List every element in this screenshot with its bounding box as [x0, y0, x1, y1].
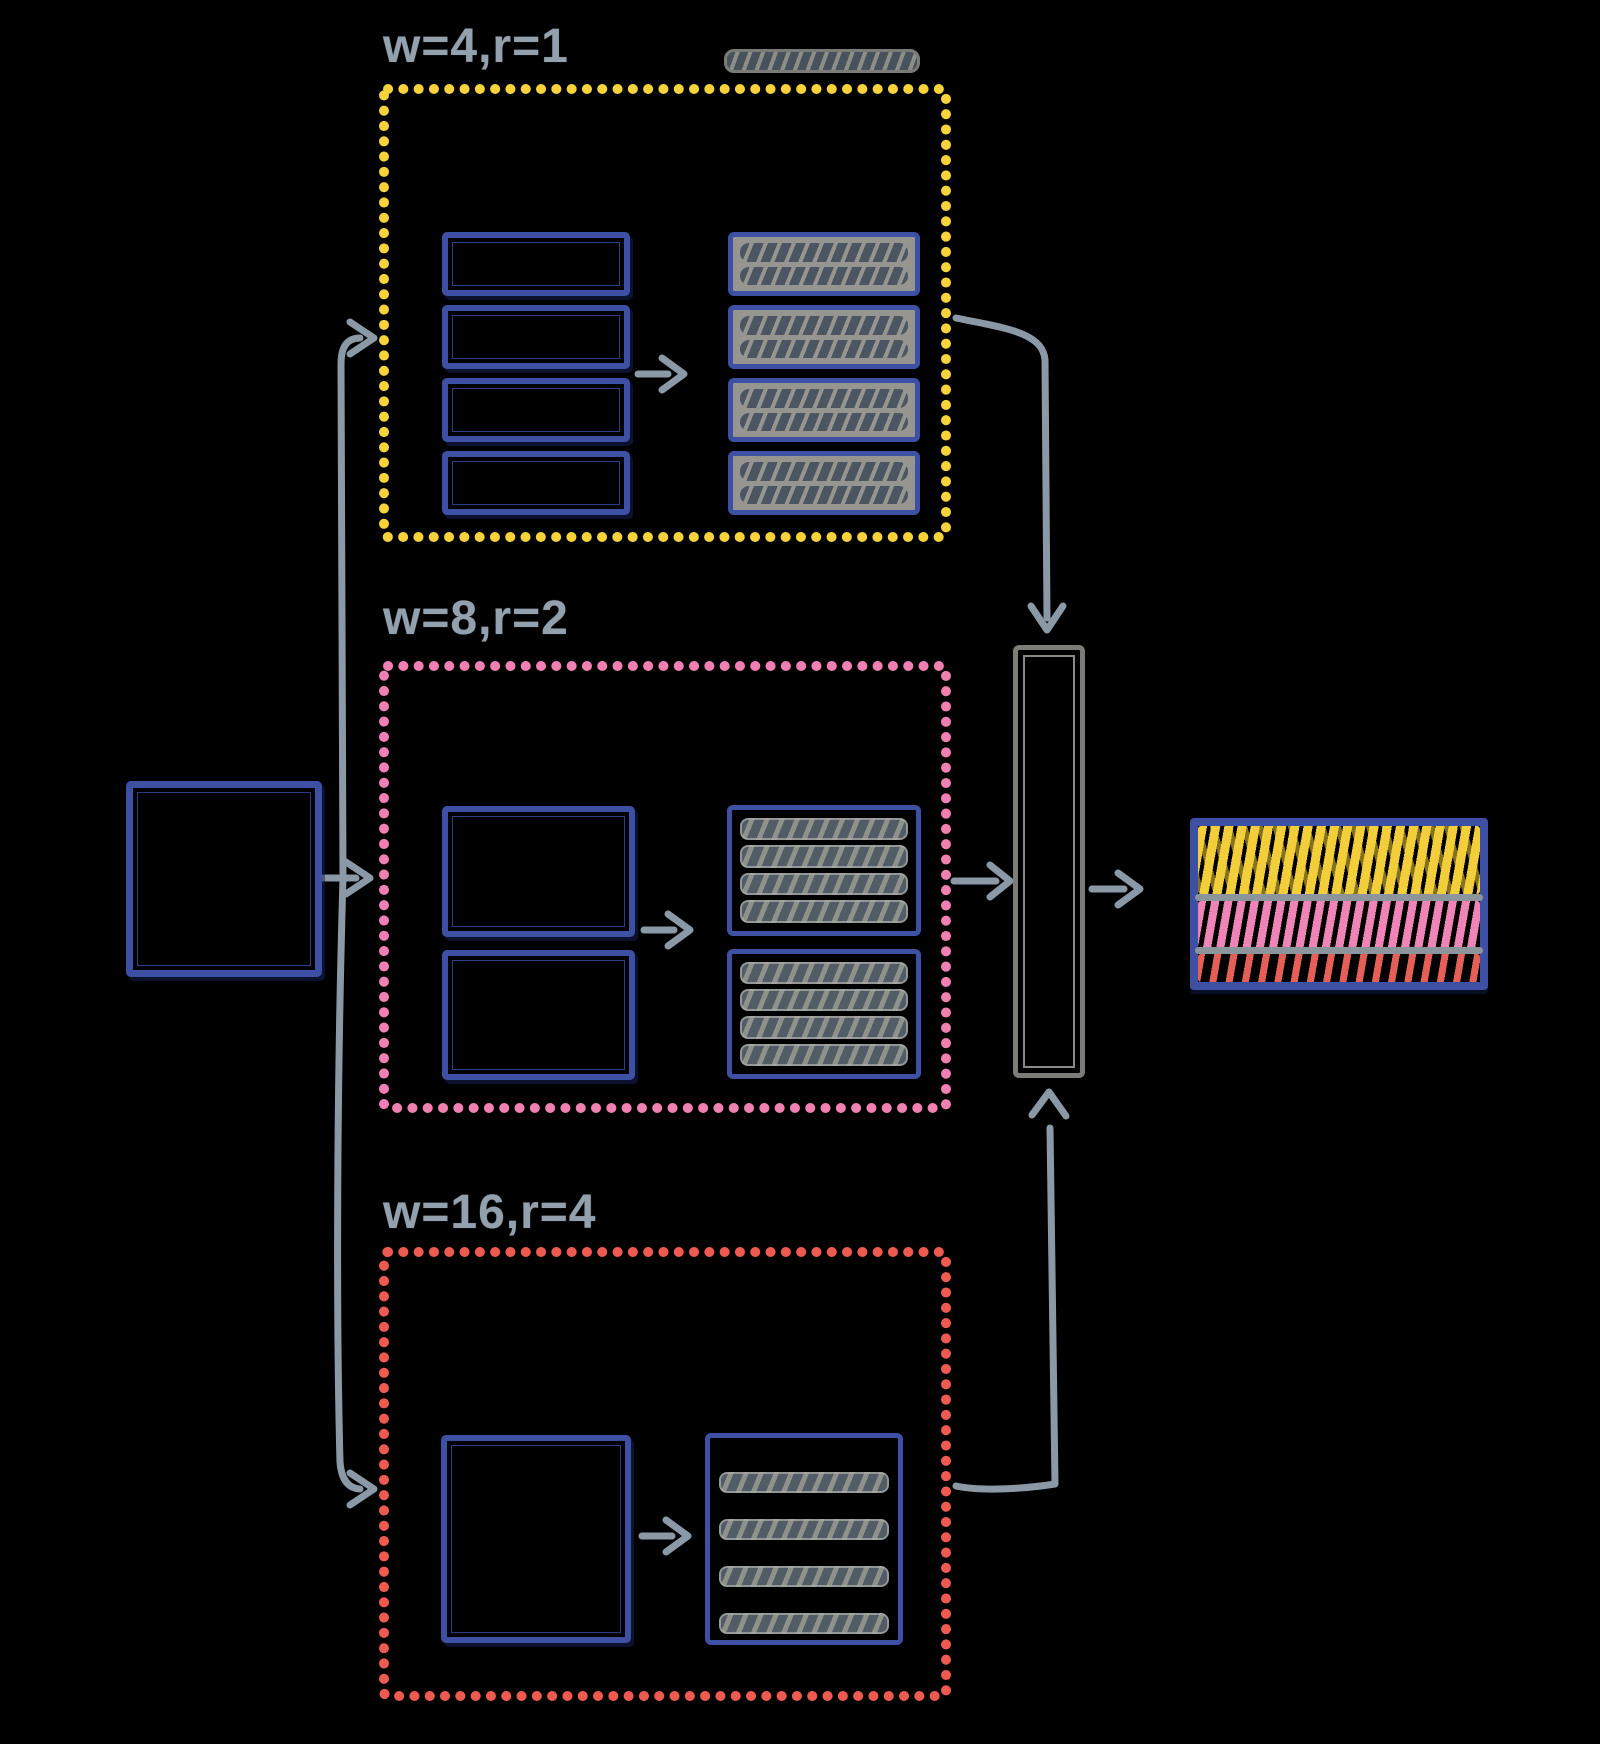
query-column-w16 — [441, 1435, 631, 1643]
arrow-branch-up — [337, 334, 364, 882]
arrow-w16-to-concat — [952, 1124, 1059, 1493]
arrowhead-input-right-icon — [342, 858, 374, 898]
kv-scribble-row — [740, 872, 908, 896]
concat-bar — [1013, 645, 1085, 1078]
kv-block — [728, 305, 920, 369]
query-block — [442, 949, 635, 1080]
kv-scribble-row — [740, 1016, 908, 1039]
query-block — [442, 451, 630, 515]
window-w4-border — [379, 84, 951, 542]
output-divider-1 — [1195, 894, 1483, 901]
kv-block — [705, 1433, 903, 1645]
kv-scribble-row — [740, 412, 908, 431]
arrowhead-w8-inner-icon — [664, 910, 694, 950]
kv-scribble-row — [740, 900, 908, 923]
kv-scribble-row — [740, 961, 908, 984]
arrowhead-w4-to-concat-icon — [1027, 602, 1067, 634]
kv-scribble-row — [740, 1043, 908, 1066]
kv-block — [727, 805, 921, 936]
kv-scribble-row — [740, 845, 908, 868]
arrowhead-w8-to-concat-icon — [986, 861, 1014, 901]
kv-scribble-row — [719, 1472, 889, 1493]
kv-scribble-row — [740, 389, 908, 408]
arrowhead-branch-down-icon — [346, 1469, 378, 1509]
kv-scribble-row — [719, 1613, 889, 1634]
arrowhead-branch-up-icon — [346, 318, 378, 358]
arrowhead-concat-to-output-icon — [1114, 869, 1144, 909]
window-w8-border — [379, 661, 951, 1113]
output-stripe-red — [1198, 954, 1480, 982]
kv-scribble-row — [740, 485, 908, 504]
query-block — [442, 305, 630, 369]
output-stripe-pink — [1198, 901, 1480, 947]
query-column-w4 — [442, 232, 630, 515]
kv-scribble-row — [740, 316, 908, 335]
kv-block — [728, 378, 920, 442]
query-column-w8 — [442, 806, 635, 1080]
kv-scribble-row — [740, 339, 908, 358]
kv-column-w4 — [728, 232, 920, 515]
output-divider-2 — [1195, 947, 1483, 954]
input-box — [126, 781, 322, 977]
kv-scribble-row — [719, 1519, 889, 1540]
arrowhead-w16-inner-icon — [662, 1516, 692, 1556]
kv-scribble-row — [740, 462, 908, 481]
arrow-branch-down — [334, 874, 364, 1493]
arrowhead-w4-inner-icon — [658, 354, 688, 394]
output-box — [1190, 818, 1488, 990]
kv-scribble-row — [719, 1566, 889, 1587]
kv-scribble-row — [740, 988, 908, 1012]
query-block — [442, 232, 630, 296]
window-w16-border — [379, 1247, 951, 1701]
arrow-w4-to-concat — [952, 314, 1051, 622]
kv-column-w16 — [705, 1433, 903, 1645]
query-block — [442, 378, 630, 442]
kv-block — [727, 948, 921, 1079]
query-block — [442, 806, 635, 937]
kv-block — [728, 451, 920, 515]
kv-block — [728, 232, 920, 296]
window-w16-label: w=16,r=4 — [383, 1186, 597, 1239]
window-w4-label: w=4,r=1 — [383, 20, 569, 73]
kv-scribble-row — [740, 818, 908, 841]
output-stripe-yellow — [1198, 826, 1480, 894]
window-w8-label: w=8,r=2 — [383, 592, 569, 645]
kv-column-w8 — [727, 805, 921, 1079]
arrowhead-w16-to-concat-icon — [1028, 1088, 1070, 1120]
kv-cache-bar — [724, 49, 920, 73]
kv-scribble-row — [740, 243, 908, 262]
query-block — [441, 1435, 631, 1643]
kv-scribble-row — [740, 266, 908, 285]
